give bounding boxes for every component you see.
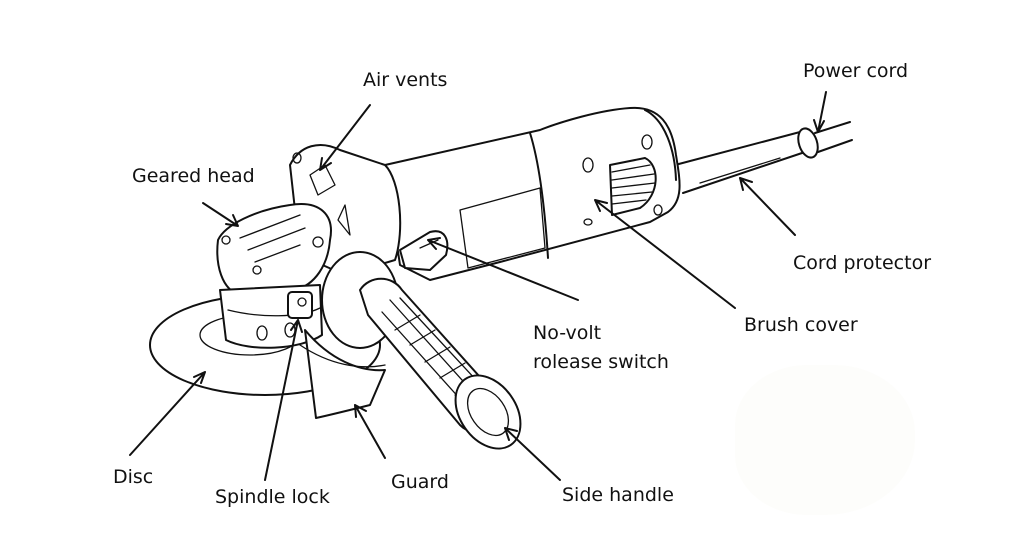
- guard: [299, 329, 386, 419]
- arrow-power-cord: [813, 91, 827, 133]
- label-no-volt-line1: No-volt: [533, 322, 602, 344]
- label-spindle-lock: Spindle lock: [215, 486, 330, 508]
- label-air-vents: Air vents: [363, 69, 448, 91]
- arrow-side-handle: [504, 427, 561, 481]
- power-cord: [814, 121, 853, 153]
- arrow-air-vents: [319, 104, 371, 171]
- brush-cover: [609, 157, 657, 216]
- arrow-disc: [129, 371, 206, 456]
- label-side-handle: Side handle: [562, 484, 674, 506]
- no-volt-switch: [399, 230, 449, 271]
- label-no-volt-line2: rolease switch: [533, 351, 669, 373]
- arrow-cord-protector: [739, 177, 796, 236]
- label-disc: Disc: [113, 466, 154, 488]
- arrow-brush-cover: [594, 199, 736, 309]
- side-handle: [321, 251, 522, 450]
- label-cord-protector: Cord protector: [793, 252, 932, 274]
- label-guard: Guard: [391, 471, 449, 493]
- label-power-cord: Power cord: [803, 60, 909, 82]
- arrow-no-volt: [427, 237, 579, 301]
- label-brush-cover: Brush cover: [744, 314, 858, 336]
- motor-housing: [384, 106, 681, 281]
- spindle-lock: [256, 291, 313, 341]
- background-smudge: [735, 365, 915, 515]
- cord-protector: [674, 127, 819, 194]
- arrow-spindle-lock: [264, 319, 303, 481]
- arrow-guard: [354, 404, 386, 459]
- label-geared-head: Geared head: [132, 165, 255, 187]
- geared-head: [216, 203, 332, 296]
- leader-arrows: [129, 91, 827, 481]
- arrow-geared-head: [202, 202, 239, 227]
